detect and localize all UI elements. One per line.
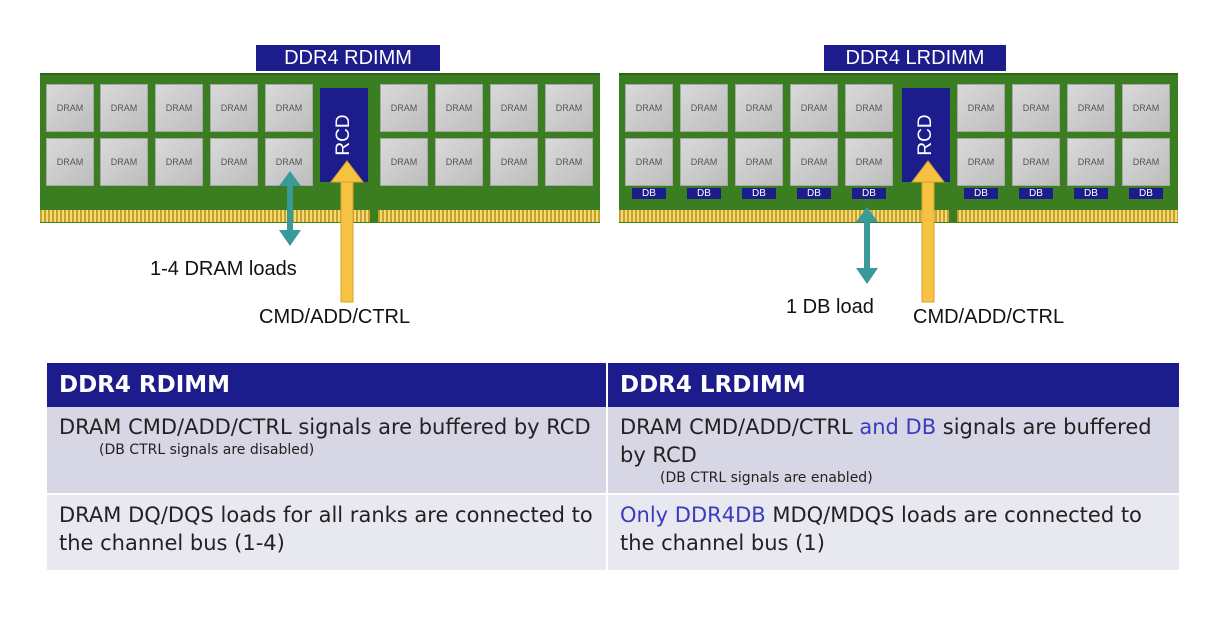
dram-chip: DRAM xyxy=(435,138,483,186)
lrdimm-title: DDR4 LRDIMM xyxy=(824,45,1006,71)
dram-chip: DRAM xyxy=(957,138,1005,186)
rdimm-dq-cell: DRAM DQ/DQS loads for all ranks are conn… xyxy=(47,493,608,570)
lrdimm-cmd-arrow xyxy=(910,160,946,303)
lrdimm-dq-text-hl: Only DDR4DB xyxy=(620,503,766,527)
data-buffer-chip: DB xyxy=(632,188,666,199)
dram-chip: DRAM xyxy=(1067,138,1115,186)
dram-chip: DRAM xyxy=(735,138,783,186)
dram-chip: DRAM xyxy=(957,84,1005,132)
rdimm-cmd-text: DRAM CMD/ADD/CTRL signals are buffered b… xyxy=(59,415,591,439)
header-rdimm: DDR4 RDIMM xyxy=(47,363,608,407)
lrdimm-dq-cell: Only DDR4DB MDQ/MDQS loads are connected… xyxy=(607,493,1181,570)
dram-chip: DRAM xyxy=(790,138,838,186)
lrdimm-load-label: 1 DB load xyxy=(786,296,874,318)
data-buffer-chip: DB xyxy=(742,188,776,199)
rdimm-cmd-label: CMD/ADD/CTRL xyxy=(259,306,411,328)
dram-chip: DRAM xyxy=(155,138,203,186)
dram-chip: DRAM xyxy=(100,138,148,186)
dram-chip: DRAM xyxy=(265,84,313,132)
dram-chip: DRAM xyxy=(790,84,838,132)
lrdimm-cmd-text-a: DRAM CMD/ADD/CTRL xyxy=(620,415,853,439)
dram-chip: DRAM xyxy=(100,84,148,132)
dram-chip: DRAM xyxy=(680,138,728,186)
dram-chip: DRAM xyxy=(210,84,258,132)
dram-chip: DRAM xyxy=(46,84,94,132)
lrdimm-cmd-text-b: signals are buffered by RCD xyxy=(620,415,1152,467)
rdimm-pins-right xyxy=(378,210,600,222)
lrdimm-pins-right xyxy=(957,210,1178,222)
data-buffer-chip: DB xyxy=(1074,188,1108,199)
dram-chip: DRAM xyxy=(545,138,593,186)
rdimm-cmd-cell: DRAM CMD/ADD/CTRL signals are buffered b… xyxy=(47,407,608,494)
data-buffer-chip: DB xyxy=(1019,188,1053,199)
dram-chip: DRAM xyxy=(210,138,258,186)
rdimm-dq-text: DRAM DQ/DQS loads for all ranks are conn… xyxy=(59,503,593,555)
lrdimm-cmd-text-hl: and DB xyxy=(852,415,937,439)
dram-chip: DRAM xyxy=(1012,84,1060,132)
data-buffer-chip: DB xyxy=(964,188,998,199)
dram-chip: DRAM xyxy=(680,84,728,132)
rdimm-cmd-note: (DB CTRL signals are disabled) xyxy=(99,442,315,458)
lrdimm-cmd-note: (DB CTRL signals are enabled) xyxy=(660,470,873,486)
dram-chip: DRAM xyxy=(46,138,94,186)
comparison-table: DDR4 RDIMM DDR4 LRDIMM DRAM CMD/ADD/CTRL… xyxy=(47,363,1181,570)
data-buffer-chip: DB xyxy=(687,188,721,199)
table-row: DRAM DQ/DQS loads for all ranks are conn… xyxy=(47,493,1181,570)
lrdimm-load-arrow xyxy=(856,207,878,284)
rdimm-load-label: 1-4 DRAM loads xyxy=(150,258,297,280)
dram-chip: DRAM xyxy=(1122,84,1170,132)
lrdimm-dq-text: MDQ/MDQS loads are connected to the chan… xyxy=(620,503,1142,555)
lrdimm-cmd-cell: DRAM CMD/ADD/CTRL and DB signals are buf… xyxy=(607,407,1181,494)
dram-chip: DRAM xyxy=(735,84,783,132)
dram-chip: DRAM xyxy=(1067,84,1115,132)
table-header-row: DDR4 RDIMM DDR4 LRDIMM xyxy=(47,363,1181,407)
rdimm-cmd-arrow xyxy=(329,160,365,303)
dram-chip: DRAM xyxy=(490,138,538,186)
table-row: DRAM CMD/ADD/CTRL signals are buffered b… xyxy=(47,407,1181,494)
dram-chip: DRAM xyxy=(1122,138,1170,186)
dram-chip: DRAM xyxy=(435,84,483,132)
dram-chip: DRAM xyxy=(155,84,203,132)
dram-chip: DRAM xyxy=(845,138,893,186)
dram-chip: DRAM xyxy=(625,84,673,132)
dram-chip: DRAM xyxy=(490,84,538,132)
lrdimm-cmd-label: CMD/ADD/CTRL xyxy=(913,306,1065,328)
dram-chip: DRAM xyxy=(545,84,593,132)
header-lrdimm: DDR4 LRDIMM xyxy=(607,363,1181,407)
dram-chip: DRAM xyxy=(845,84,893,132)
dram-chip: DRAM xyxy=(380,138,428,186)
data-buffer-chip: DB xyxy=(1129,188,1163,199)
dram-chip: DRAM xyxy=(625,138,673,186)
data-buffer-chip: DB xyxy=(797,188,831,199)
data-buffer-chip: DB xyxy=(852,188,886,199)
dram-chip: DRAM xyxy=(380,84,428,132)
rdimm-load-arrow xyxy=(279,171,301,246)
rdimm-title: DDR4 RDIMM xyxy=(256,45,440,71)
dram-chip: DRAM xyxy=(1012,138,1060,186)
